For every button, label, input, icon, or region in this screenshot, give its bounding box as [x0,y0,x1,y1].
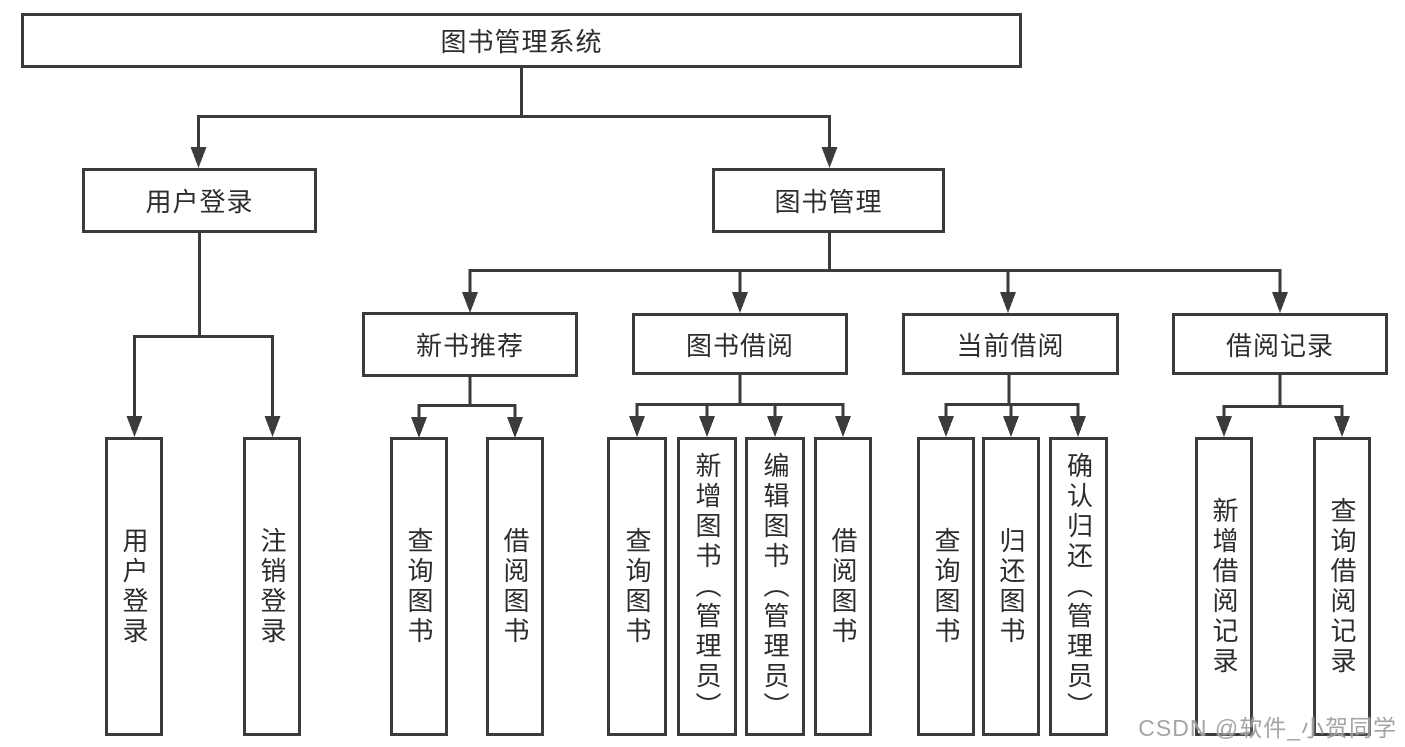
leaf-br-add-borrow-record: 新增借阅记录 [1195,437,1253,736]
leaf-user-login-label: 用户登录 [119,526,149,647]
node-library-management-system: 图书管理系统 [21,13,1022,68]
node-borrowing-records: 借阅记录 [1172,313,1388,375]
leaf-cb-query-books: 查询图书 [917,437,975,736]
leaf-bb-query-books-label: 查询图书 [622,526,652,647]
leaf-bb-add-books-admin-label: 新增图书（管理员） [692,451,722,722]
leaf-user-login: 用户登录 [105,437,163,736]
leaf-nb-borrow-books: 借阅图书 [486,437,544,736]
leaf-br-query-borrow-record-label: 查询借阅记录 [1327,496,1357,677]
leaf-cb-return-books-label: 归还图书 [996,526,1026,647]
leaf-nb-query-books: 查询图书 [390,437,448,736]
csdn-watermark: CSDN @软件_小贺同学 [1138,715,1397,741]
leaf-nb-borrow-books-label: 借阅图书 [500,526,530,647]
node-book-borrowing: 图书借阅 [632,313,848,375]
node-user-login-branch: 用户登录 [82,168,317,233]
leaf-bb-borrow-books: 借阅图书 [814,437,872,736]
leaf-cb-confirm-return-admin-label: 确认归还（管理员） [1063,451,1094,722]
leaf-cb-confirm-return-admin: 确认归还（管理员） [1049,437,1108,736]
node-current-borrowing: 当前借阅 [902,313,1119,375]
leaf-bb-borrow-books-label: 借阅图书 [828,526,858,647]
leaf-bb-query-books: 查询图书 [607,437,667,736]
leaf-nb-query-books-label: 查询图书 [404,526,434,647]
leaf-logout-login: 注销登录 [243,437,301,736]
leaf-br-add-borrow-record-label: 新增借阅记录 [1209,496,1239,677]
leaf-cb-query-books-label: 查询图书 [931,526,961,647]
leaf-bb-edit-books-admin-label: 编辑图书（管理员） [760,451,790,722]
node-book-management-branch: 图书管理 [712,168,945,233]
leaf-br-query-borrow-record: 查询借阅记录 [1313,437,1371,736]
leaf-cb-return-books: 归还图书 [982,437,1040,736]
leaf-bb-edit-books-admin: 编辑图书（管理员） [745,437,805,736]
leaf-logout-login-label: 注销登录 [257,526,287,647]
leaf-bb-add-books-admin: 新增图书（管理员） [677,437,737,736]
node-new-book-recommendation: 新书推荐 [362,312,578,377]
